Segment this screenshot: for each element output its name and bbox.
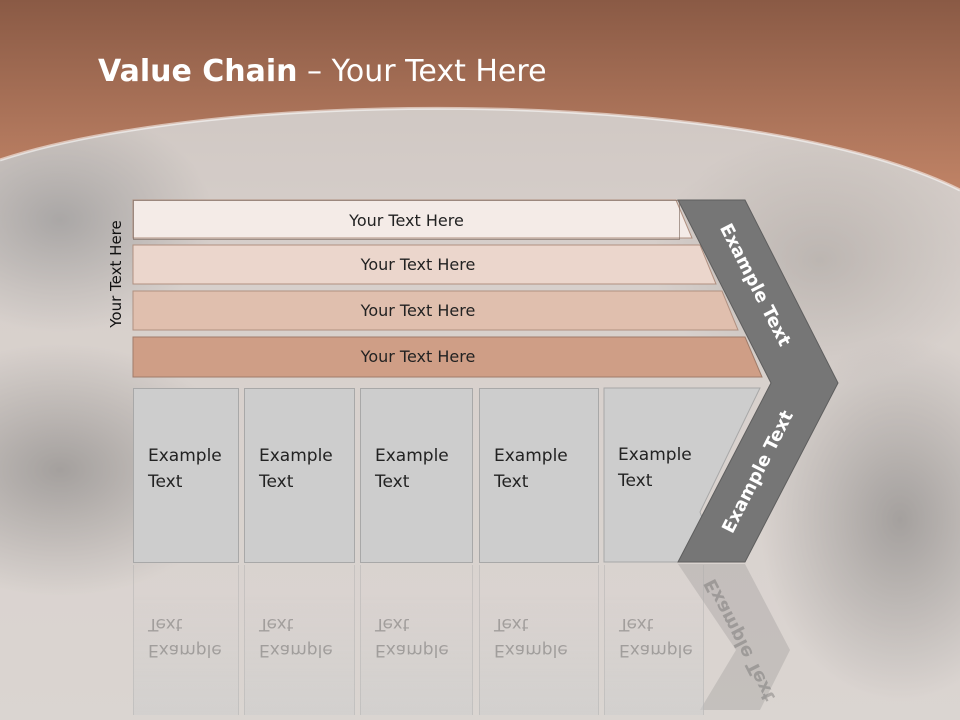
column-1-reflection-line2: Text [148,614,183,634]
column-3-reflection: Example Text [360,565,473,715]
column-5-reflection: Example Text [604,565,704,715]
column-2-reflection: Example Text [244,565,355,715]
band-4-label: Your Text Here [360,346,476,366]
column-2-line2: Text [259,472,294,492]
band-4: Your Text Here [133,337,703,375]
column-3-reflection-line1: Example [375,640,449,660]
column-1-line1: Example [148,446,222,466]
column-1-reflection: Example Text [133,565,239,715]
column-1-reflection-line1: Example [148,640,222,660]
band-shape-4 [132,336,763,378]
column-4-reflection: Example Text [479,565,599,715]
column-4-line1: Example [494,446,568,466]
column-4-reflection-line1: Example [494,640,568,660]
column-5-line1: Example [618,445,692,465]
band-2-label: Your Text Here [360,254,476,274]
chevron-shape [677,199,839,563]
band-shape-2 [132,244,717,285]
band-3: Your Text Here [133,291,703,329]
title-bold: Value Chain [98,54,298,89]
band-1: Your Text Here [133,200,680,240]
column-3-line1: Example [375,446,449,466]
column-3-reflection-line2: Text [375,614,410,634]
band-3-label: Your Text Here [360,300,476,320]
column-5-line2: Text [618,471,653,491]
column-2-reflection-line1: Example [259,640,333,660]
header-band [0,0,960,192]
column-2-reflection-line2: Text [259,614,294,634]
column-3-line2: Text [375,472,410,492]
column-5-reflection-line1: Example [619,640,693,660]
slide-title: Value Chain – Your Text Here [98,54,547,89]
title-rest: – Your Text Here [297,54,547,89]
band-1-label: Your Text Here [349,210,464,230]
column-4-line2: Text [494,472,529,492]
column-5-reflection-line2: Text [619,614,654,634]
chevron-reflection [678,564,790,710]
column-2-line1: Example [259,446,333,466]
band-2: Your Text Here [133,245,703,283]
column-4-reflection-line2: Text [494,614,529,634]
band-shape-3 [132,290,739,331]
column-1-line2: Text [148,472,183,492]
